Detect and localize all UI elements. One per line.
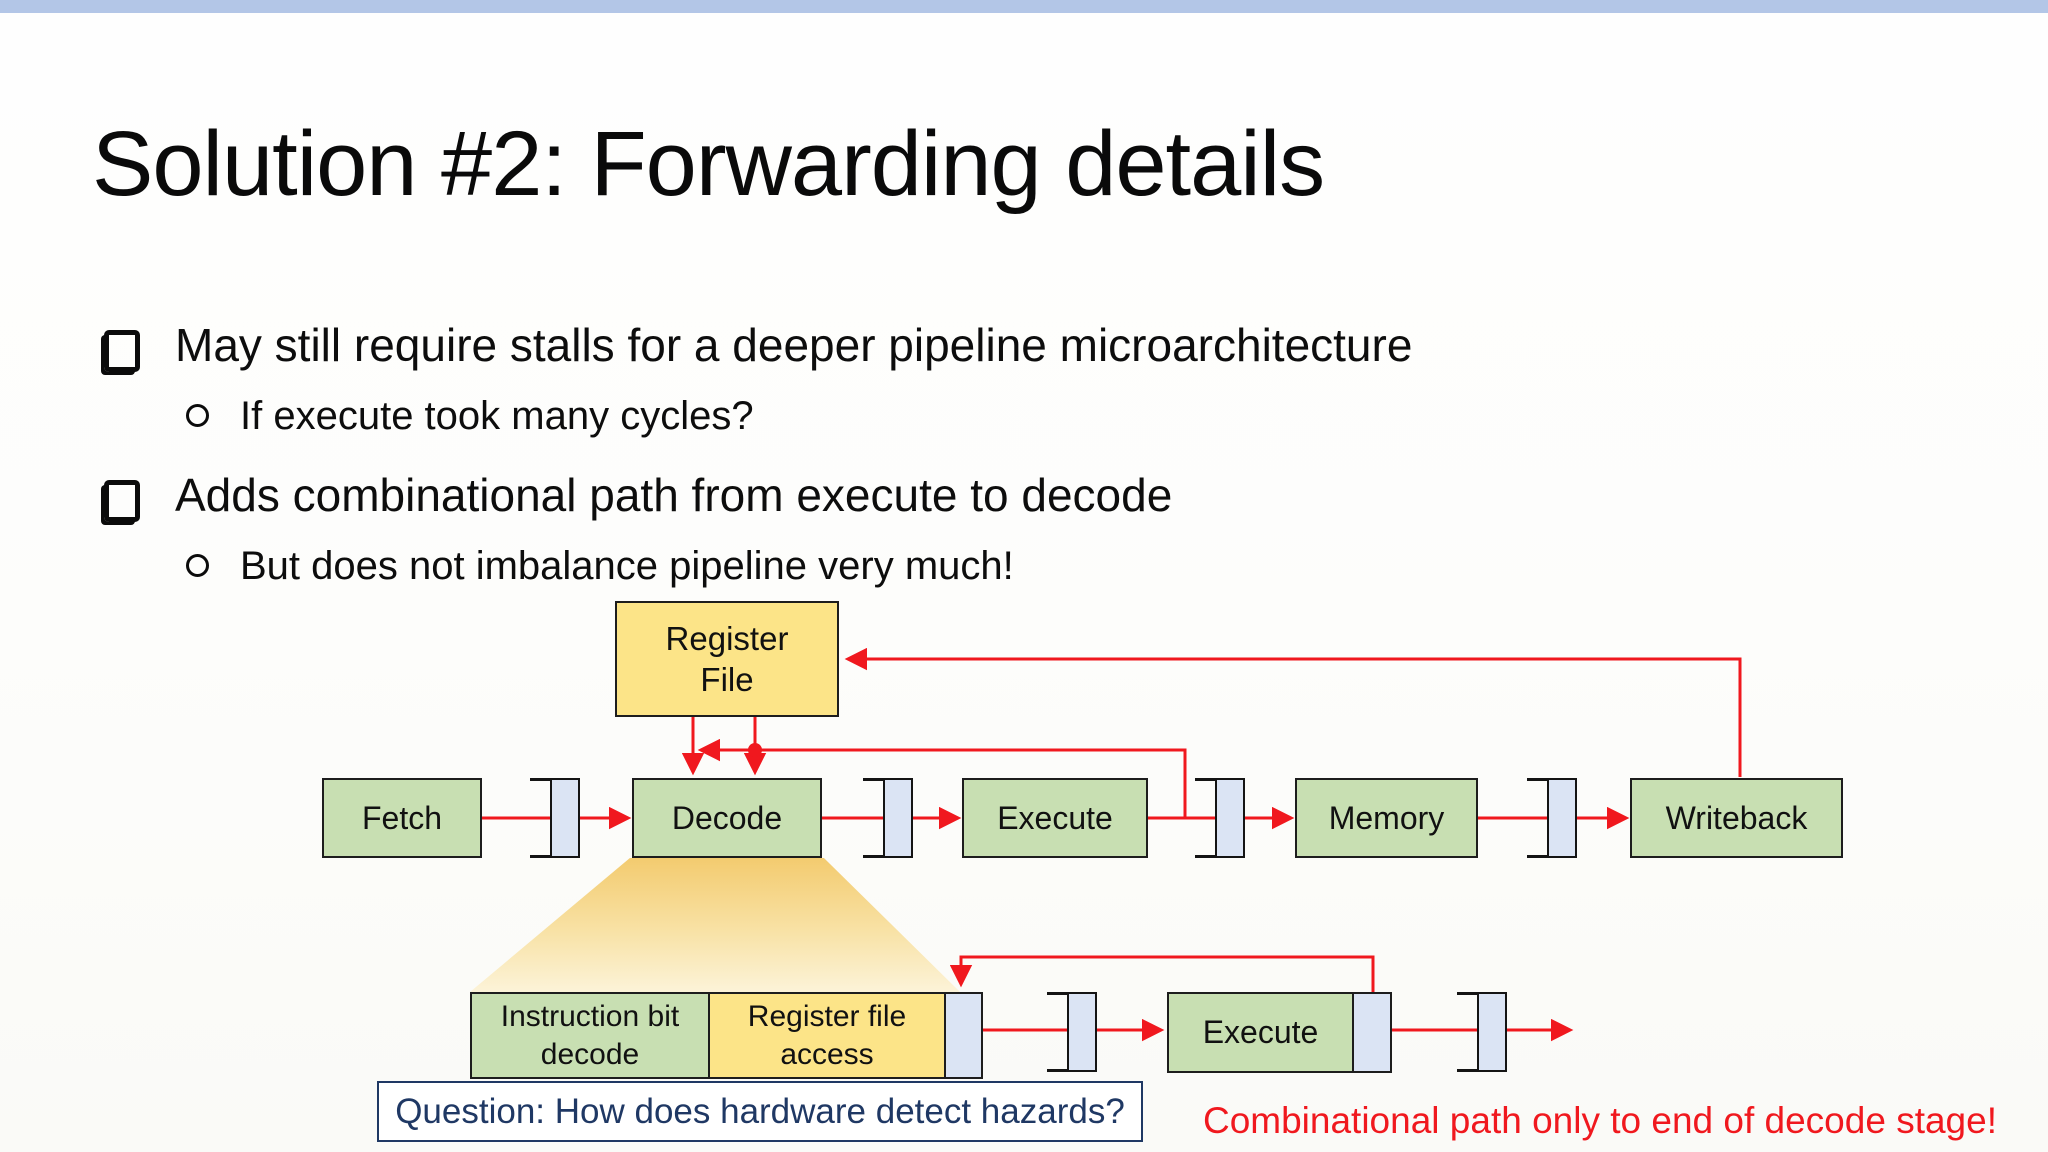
stage-box-fetch: Fetch [322,778,482,858]
register-file-label-line1: Register [665,619,789,657]
stage-label: Fetch [361,799,443,836]
caption-combinational-path: Combinational path only to end of decode… [1202,1100,1997,1141]
stage-box-writeback: Writeback [1630,778,1843,858]
sub-bullet-circle-icon [186,554,209,577]
bullet-text: Adds combinational path from execute to … [175,469,1173,521]
page-title: Solution #2: Forwarding details [92,113,1325,215]
execute-detail-label: Execute [1169,994,1352,1071]
stage-label: Decode [671,799,783,836]
pipeline-register [1047,992,1097,1072]
stage-box-memory: Memory [1295,778,1478,858]
pipeline-register [1527,778,1577,858]
section-label: Instruction bit decode [500,1000,680,1071]
decode-detail-box: Instruction bit decode Register file acc… [470,992,983,1079]
section-register-access: Register file access [708,994,944,1077]
bullet-text: May still require stalls for a deeper pi… [175,319,1413,371]
register-file-box: Register File [615,601,839,717]
section-pipeline-register [944,994,981,1077]
top-bar [0,0,2048,13]
pipeline-register [1195,778,1245,858]
zoom-cone [470,858,961,992]
section-label: Register file access [747,1000,907,1071]
section-instruction-decode: Instruction bit decode [472,994,708,1077]
stage-label: Execute [997,799,1113,836]
pipeline-register [530,778,580,858]
stage-label: Writeback [1665,799,1808,836]
pipeline-register [1457,992,1507,1072]
register-file-label-line2: File [700,661,754,698]
execute-detail-box: Execute [1167,992,1392,1073]
pipeline-register [863,778,913,858]
bullet-square-icon [104,330,140,372]
stage-box-decode: Decode [632,778,822,858]
sub-bullet-text: If execute took many cycles? [240,394,754,438]
question-box: Question: How does hardware detect hazar… [377,1081,1143,1142]
stage-box-execute: Execute [962,778,1148,858]
stage-label: Memory [1328,799,1445,836]
attached-pipeline-register [1352,994,1390,1071]
sub-bullet-text: But does not imbalance pipeline very muc… [240,544,1014,588]
sub-bullet-circle-icon [186,404,209,427]
bullet-square-icon [104,480,140,522]
